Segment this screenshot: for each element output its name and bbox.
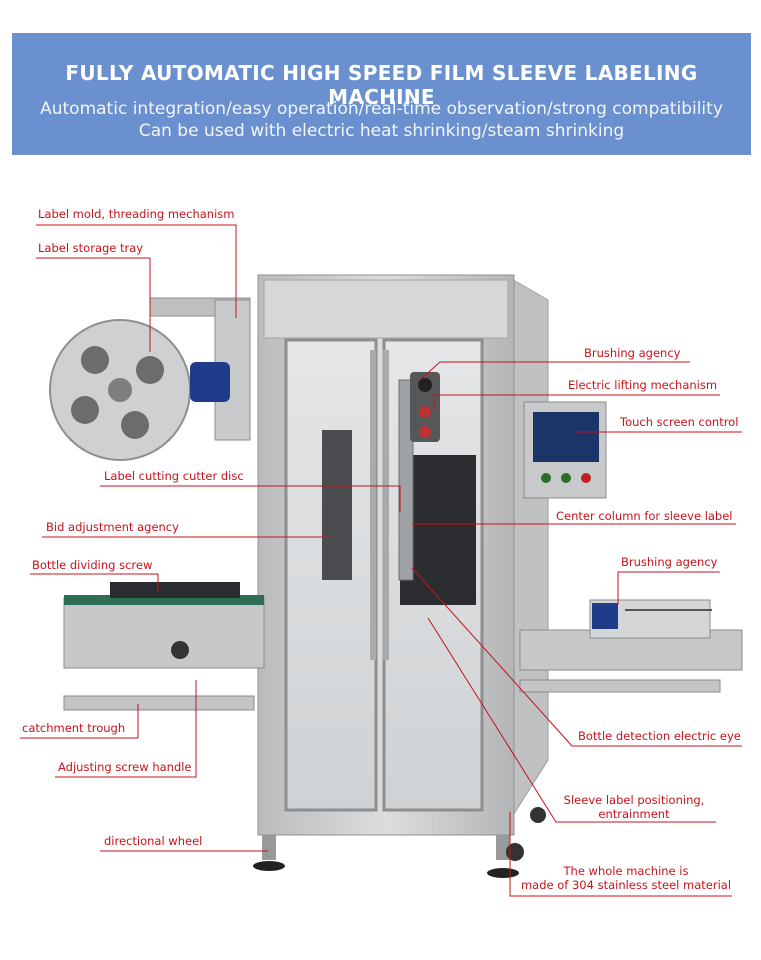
label-bottle-detection-eye: Bottle detection electric eye <box>578 729 741 743</box>
label-bid-adjustment-agency: Bid adjustment agency <box>46 520 179 534</box>
left-conveyor <box>63 582 265 711</box>
label-bottle-dividing-screw: Bottle dividing screw <box>32 558 153 572</box>
label-sleeve-positioning-line1: Sleeve label positioning, <box>563 793 705 807</box>
label-touch-screen-control: Touch screen control <box>620 415 739 429</box>
label-directional-wheel: directional wheel <box>104 834 203 848</box>
label-adjusting-screw-handle: Adjusting screw handle <box>58 760 192 774</box>
label-mold-threading-mechanism: Label mold, threading mechanism <box>38 207 235 221</box>
label-storage-reel <box>49 297 251 461</box>
label-catchment-trough: catchment trough <box>22 721 126 735</box>
label-sleeve-positioning-line2: entrainment <box>598 807 670 821</box>
label-electric-lifting-mechanism: Electric lifting mechanism <box>568 378 718 392</box>
header-banner: FULLY AUTOMATIC HIGH SPEED FILM SLEEVE L… <box>12 33 751 155</box>
label-storage-tray: Label storage tray <box>38 241 144 255</box>
machine-frame <box>253 274 549 878</box>
page-title: FULLY AUTOMATIC HIGH SPEED FILM SLEEVE L… <box>65 61 698 109</box>
label-stainless-steel: The whole machine is made of 304 stainle… <box>520 864 732 892</box>
page-subtitle-1: Automatic integration/easy operation/rea… <box>40 99 723 119</box>
label-stainless-steel-line2: made of 304 stainless steel material <box>520 878 732 892</box>
label-cutting-cutter-disc: Label cutting cutter disc <box>104 469 244 483</box>
label-center-column: Center column for sleeve label <box>556 509 733 523</box>
label-brushing-agency-top: Brushing agency <box>584 346 681 360</box>
label-brushing-agency-side: Brushing agency <box>621 555 718 569</box>
right-conveyor <box>519 599 743 693</box>
label-stainless-steel-line1: The whole machine is <box>563 864 689 878</box>
page-subtitle-2: Can be used with electric heat shrinking… <box>138 121 625 141</box>
label-sleeve-positioning: Sleeve label positioning, entrainment <box>560 793 708 821</box>
callout-lines <box>20 224 742 897</box>
touch-screen-box <box>523 401 607 499</box>
